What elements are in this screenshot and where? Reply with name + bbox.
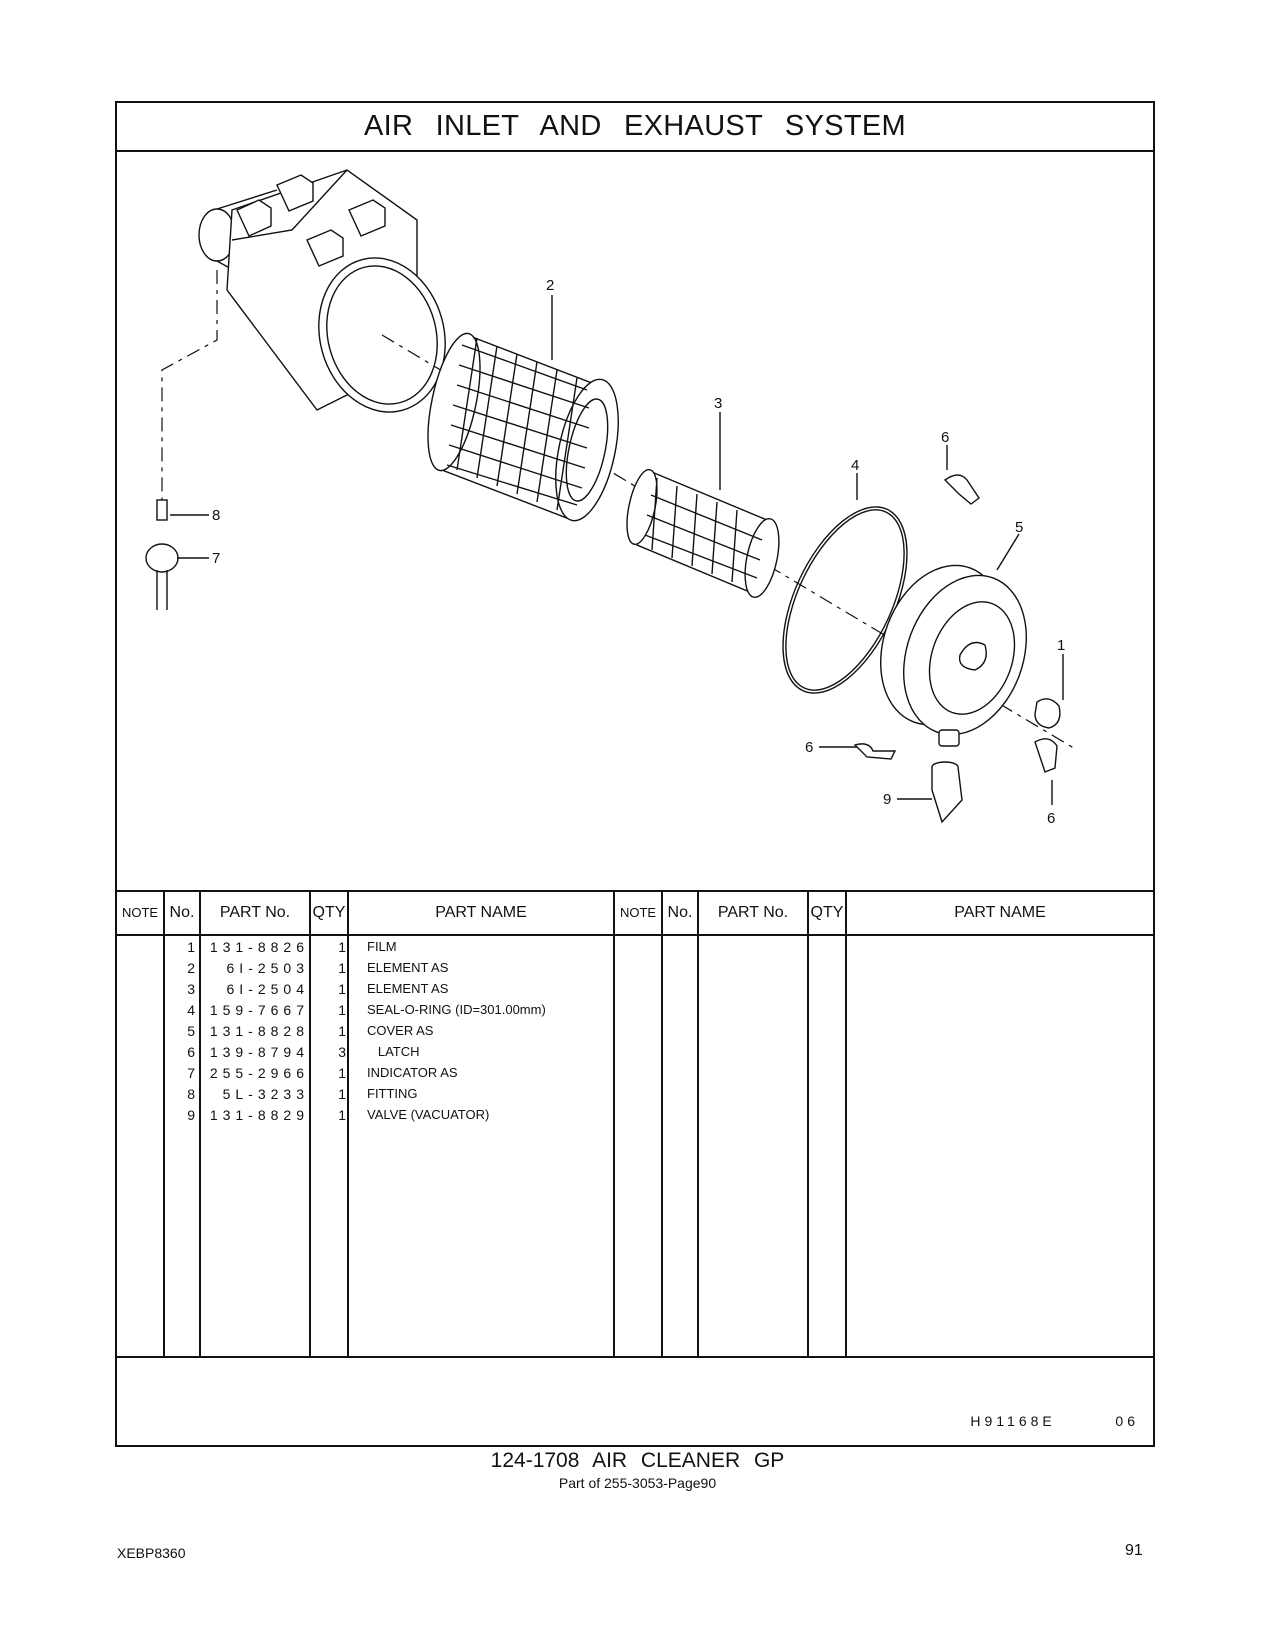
row-part-number: 6I-2503 <box>226 960 309 976</box>
table-row: 2 6I-2503 1 ELEMENT AS <box>117 960 1153 982</box>
exploded-parts-diagram: 2 3 4 6 5 1 8 7 6 9 6 <box>117 150 1153 890</box>
row-part-name: FITTING <box>367 1086 418 1101</box>
document-id: XEBP8360 <box>117 1545 186 1561</box>
row-number: 5 <box>187 1023 195 1039</box>
callout-1: 1 <box>1057 637 1065 654</box>
column-rule <box>613 890 615 1356</box>
header-note-left: NOTE <box>121 905 159 920</box>
row-part-number: 131-8826 <box>209 939 309 955</box>
callout-4: 4 <box>851 457 859 474</box>
row-number: 3 <box>187 981 195 997</box>
illustration-code: H91168E 06 <box>970 1413 1139 1429</box>
row-number: 4 <box>187 1002 195 1018</box>
header-no-left: No. <box>169 904 195 921</box>
row-part-number: 131-8829 <box>209 1107 309 1123</box>
latch-left <box>853 743 897 760</box>
cover-assembly <box>880 564 1027 747</box>
table-row: 9 131-8829 1 VALVE (VACUATOR) <box>117 1107 1153 1129</box>
callout-9: 9 <box>883 791 891 808</box>
row-part-name: ELEMENT AS <box>367 981 449 996</box>
vacuator-valve <box>931 761 963 824</box>
callout-8: 8 <box>212 507 220 524</box>
column-rule <box>163 890 165 1356</box>
callout-6a: 6 <box>941 429 949 446</box>
row-number: 6 <box>187 1044 195 1060</box>
row-quantity: 1 <box>338 939 346 955</box>
column-rule <box>309 890 311 1356</box>
header-partname-right: PART NAME <box>954 904 1046 921</box>
row-quantity: 1 <box>338 1002 346 1018</box>
header-partname-left: PART NAME <box>435 904 527 921</box>
row-part-number: 5L-3233 <box>222 1086 309 1102</box>
column-rule <box>661 890 663 1356</box>
table-row: 1 131-8826 1 FILM <box>117 939 1153 961</box>
section-title: AIR INLET AND EXHAUST SYSTEM <box>117 103 1153 152</box>
page-number: 91 <box>1125 1542 1143 1559</box>
callout-6b: 6 <box>805 739 813 756</box>
callout-5: 5 <box>1015 519 1023 536</box>
row-part-number: 255-2966 <box>209 1065 309 1081</box>
column-rule <box>347 890 349 1356</box>
indicator-and-fitting <box>145 499 179 610</box>
row-part-name: COVER AS <box>367 1023 434 1038</box>
row-number: 1 <box>187 939 195 955</box>
table-row: 8 5L-3233 1 FITTING <box>117 1086 1153 1108</box>
row-number: 7 <box>187 1065 195 1081</box>
table-row: 4 159-7667 1 SEAL-O-RING (ID=301.00mm) <box>117 1002 1153 1024</box>
row-quantity: 1 <box>338 1086 346 1102</box>
row-quantity: 1 <box>338 1065 346 1081</box>
row-part-name: INDICATOR AS <box>367 1065 458 1080</box>
row-part-number: 159-7667 <box>209 1002 309 1018</box>
parts-table-header: NOTE No. PART No. QTY PART NAME NOTE No.… <box>117 890 1153 936</box>
row-number: 2 <box>187 960 195 976</box>
callout-6c: 6 <box>1047 810 1055 827</box>
table-row: 6 139-8794 3 LATCH <box>117 1044 1153 1066</box>
table-row: 7 255-2966 1 INDICATOR AS <box>117 1065 1153 1087</box>
column-rule <box>845 890 847 1356</box>
row-part-number: 139-8794 <box>209 1044 309 1060</box>
header-no-right: No. <box>667 904 693 921</box>
latch-right <box>1034 738 1058 773</box>
group-subcaption: Part of 255-3053-Page90 <box>558 1475 717 1491</box>
parts-page-frame: AIR INLET AND EXHAUST SYSTEM <box>115 101 1155 1447</box>
row-quantity: 1 <box>338 1023 346 1039</box>
outer-filter-element <box>427 332 619 522</box>
row-part-name: VALVE (VACUATOR) <box>367 1107 490 1122</box>
row-quantity: 3 <box>338 1044 346 1060</box>
column-rule <box>199 890 201 1356</box>
row-quantity: 1 <box>338 1107 346 1123</box>
row-part-name: ELEMENT AS <box>367 960 449 975</box>
row-part-number: 6I-2504 <box>226 981 309 997</box>
row-part-number: 131-8828 <box>209 1023 309 1039</box>
table-row: 5 131-8828 1 COVER AS <box>117 1023 1153 1045</box>
row-number: 8 <box>187 1086 195 1102</box>
header-qty-left: QTY <box>312 904 346 921</box>
header-partno-left: PART No. <box>219 904 291 921</box>
air-cleaner-housing <box>198 169 446 413</box>
group-caption: 124-1708 AIR CLEANER GP <box>490 1449 785 1472</box>
row-part-name: SEAL-O-RING (ID=301.00mm) <box>367 1002 546 1017</box>
row-quantity: 1 <box>338 960 346 976</box>
table-bottom-rule <box>117 1356 1153 1358</box>
row-part-name: LATCH <box>367 1044 420 1059</box>
row-quantity: 1 <box>338 981 346 997</box>
header-partno-right: PART No. <box>717 904 789 921</box>
film-part <box>1034 698 1061 729</box>
inner-filter-element <box>626 469 780 598</box>
row-part-name: FILM <box>367 939 397 954</box>
column-rule <box>807 890 809 1356</box>
latch-top <box>943 474 980 505</box>
callout-2: 2 <box>546 277 554 294</box>
column-rule <box>697 890 699 1356</box>
row-number: 9 <box>187 1107 195 1123</box>
header-note-right: NOTE <box>619 905 657 920</box>
table-row: 3 6I-2504 1 ELEMENT AS <box>117 981 1153 1003</box>
callout-3: 3 <box>714 395 722 412</box>
callout-7: 7 <box>212 550 220 567</box>
header-qty-right: QTY <box>810 904 844 921</box>
